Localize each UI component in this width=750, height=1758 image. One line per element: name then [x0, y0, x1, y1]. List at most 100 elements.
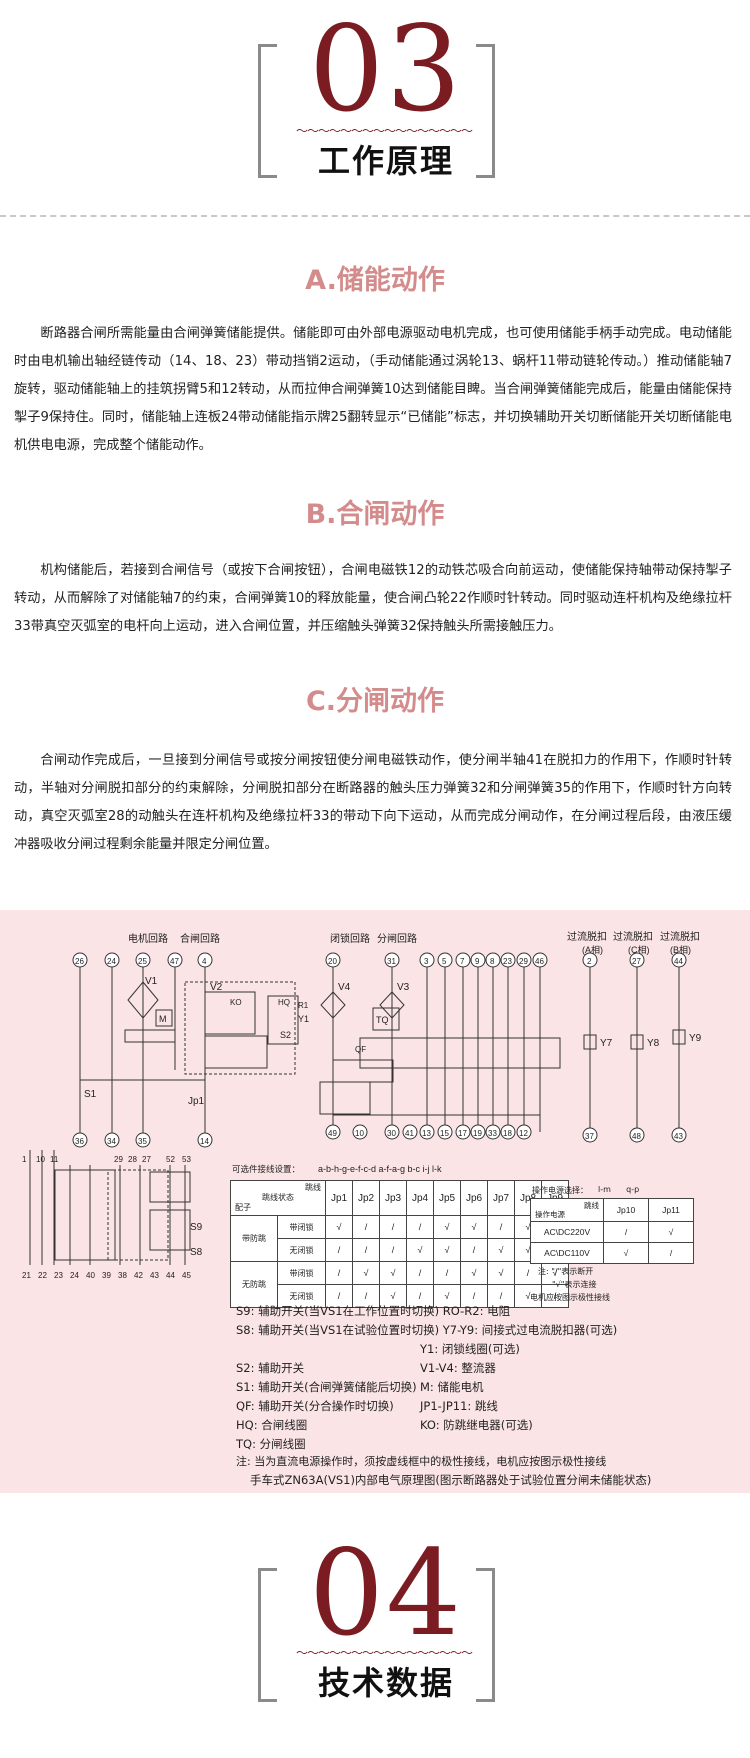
jumper-cell: √ [325, 1215, 353, 1239]
y8-label: Y8 [647, 1038, 660, 1049]
jumper-col-header: Jp1 [325, 1180, 353, 1216]
ko-label: KO [230, 998, 242, 1007]
jumper-cell: / [541, 1284, 569, 1308]
jumper-cell: √ [379, 1261, 407, 1285]
terminal-label: 23 [503, 957, 512, 966]
jumper-cell: √ [460, 1215, 488, 1239]
terminal-label: 42 [134, 1271, 143, 1280]
legend-line: Y1: 闭锁线圈(可选) [420, 1342, 520, 1356]
terminal-label: 22 [38, 1271, 47, 1280]
divider [0, 215, 750, 217]
v3-label: V3 [397, 982, 410, 993]
terminal-label: 53 [182, 1155, 191, 1164]
jumper-cell: / [352, 1238, 380, 1262]
op-table-title: 操作电源选择： [532, 1186, 588, 1195]
terminal-label: 2 [587, 957, 592, 966]
close-loop-label: 合闸回路 [180, 932, 220, 945]
terminal-label: 44 [166, 1271, 175, 1280]
terminal-label: 28 [128, 1155, 137, 1164]
subsection-title-a: A.储能动作 [305, 265, 445, 296]
trip-b-label: 过流脱扣 [660, 930, 700, 943]
wiring-diagram: 电机回路 合闸回路 闭锁回路 分闸回路 过流脱扣 (A相) 过流脱扣 (C相) … [22, 930, 702, 1280]
op-note-2: "√"表示连接 [552, 1280, 597, 1289]
section-title: 技术数据 [317, 1664, 454, 1702]
terminal-label: 26 [75, 957, 84, 966]
table-row: 无闭锁///√√/√√/ [231, 1238, 569, 1262]
jumper-cell: / [325, 1261, 353, 1285]
jumper-cell: / [352, 1284, 380, 1308]
jumper-cell: √ [487, 1238, 515, 1262]
jumper-cell: / [433, 1261, 461, 1285]
terminal-label: 10 [355, 1129, 364, 1138]
terminal-label: 33 [488, 1129, 497, 1138]
hq-label: HQ [278, 998, 290, 1007]
legend-line: S8: 辅助开关(当VS1在试验位置时切换) Y7-Y9: 间接式过电流脱扣器(… [236, 1323, 618, 1337]
jumper-cell: √ [433, 1215, 461, 1239]
jumper-cell: / [487, 1215, 515, 1239]
terminal-label: 18 [503, 1129, 512, 1138]
terminal-label: 24 [70, 1271, 79, 1280]
terminal-label: 44 [674, 957, 683, 966]
legend-line: S1: 辅助开关(合闸弹簧储能后切换) [236, 1380, 417, 1394]
jumper-table-corner: 跳线跳线状态配子 [230, 1180, 326, 1216]
terminal-label: 13 [422, 1129, 431, 1138]
jumper-cell: √ [352, 1261, 380, 1285]
terminal-label: 43 [674, 1132, 683, 1141]
trip-c-label: 过流脱扣 [613, 930, 653, 943]
wave-divider: 〜〜〜〜〜〜〜〜〜〜〜〜〜〜〜〜 [296, 124, 473, 138]
y1-label: Y1 [298, 1014, 309, 1024]
jumper-cell: / [406, 1261, 434, 1285]
terminal-label: 23 [54, 1271, 63, 1280]
terminal-label: 27 [142, 1155, 151, 1164]
terminal-label: 25 [138, 957, 147, 966]
section-number: 03 [308, 0, 464, 138]
corner-bottom: 配子 [235, 1203, 251, 1212]
legend-line: S2: 辅助开关 [236, 1361, 305, 1375]
table-row: 无闭锁//√/√//√/ [231, 1284, 569, 1308]
terminal-label: 10 [36, 1155, 45, 1164]
section-title: 工作原理 [317, 142, 454, 180]
right-bracket [476, 1568, 495, 1702]
terminal-label: 5 [442, 957, 447, 966]
jumper-row-label: 带闭锁 [277, 1261, 326, 1285]
op-row-label: AC\DC110V [530, 1242, 604, 1264]
legend-line: KO: 防跳继电器(可选) [420, 1418, 533, 1432]
terminal-label: 48 [632, 1132, 641, 1141]
terminal-label: 47 [170, 957, 179, 966]
op-table-corner: 跳线操作电源 [530, 1198, 604, 1222]
jumper-group-label: 无防跳 [230, 1261, 278, 1308]
jumper-cell: / [460, 1238, 488, 1262]
y9-label: Y9 [689, 1033, 702, 1044]
config-title: 可选件接线设置： [232, 1164, 300, 1174]
terminal-label: 30 [387, 1129, 396, 1138]
jumper-col-header: Jp2 [352, 1180, 380, 1216]
v1-label: V1 [145, 976, 158, 987]
jumper-col-header: Jp5 [433, 1180, 461, 1216]
v2-label: V2 [210, 982, 223, 993]
terminal-label: 12 [519, 1129, 528, 1138]
y7-label: Y7 [600, 1038, 613, 1049]
jumper-cell: √ [433, 1238, 461, 1262]
jumper-cell: / [379, 1238, 407, 1262]
op-cell: / [648, 1242, 694, 1264]
jumper-cell: / [406, 1215, 434, 1239]
terminal-label: 49 [328, 1129, 337, 1138]
op-note-3: 电机应按图示极性接线 [530, 1293, 610, 1302]
terminal-label: 34 [107, 1137, 116, 1146]
terminal-label: 7 [460, 957, 465, 966]
paragraph-a: 断路器合闸所需能量由合闸弹簧储能提供。储能即可由外部电源驱动电机完成，也可使用储… [14, 326, 732, 453]
corner-bottom: 操作电源 [535, 1210, 565, 1219]
terminal-label: 35 [138, 1137, 147, 1146]
op-cell: √ [603, 1242, 649, 1264]
op-note-1: 注: "/"表示断开 [538, 1267, 594, 1276]
terminal-label: 14 [200, 1137, 209, 1146]
terminal-label: 43 [150, 1271, 159, 1280]
jumper-cell: / [352, 1215, 380, 1239]
jumper-cell: / [406, 1284, 434, 1308]
trip-c-phase: (C相) [628, 944, 650, 955]
left-bracket [258, 44, 277, 178]
corner-top: 跳线 [584, 1201, 599, 1210]
qf-label: QF [355, 1045, 366, 1054]
jumper-cell: / [325, 1238, 353, 1262]
